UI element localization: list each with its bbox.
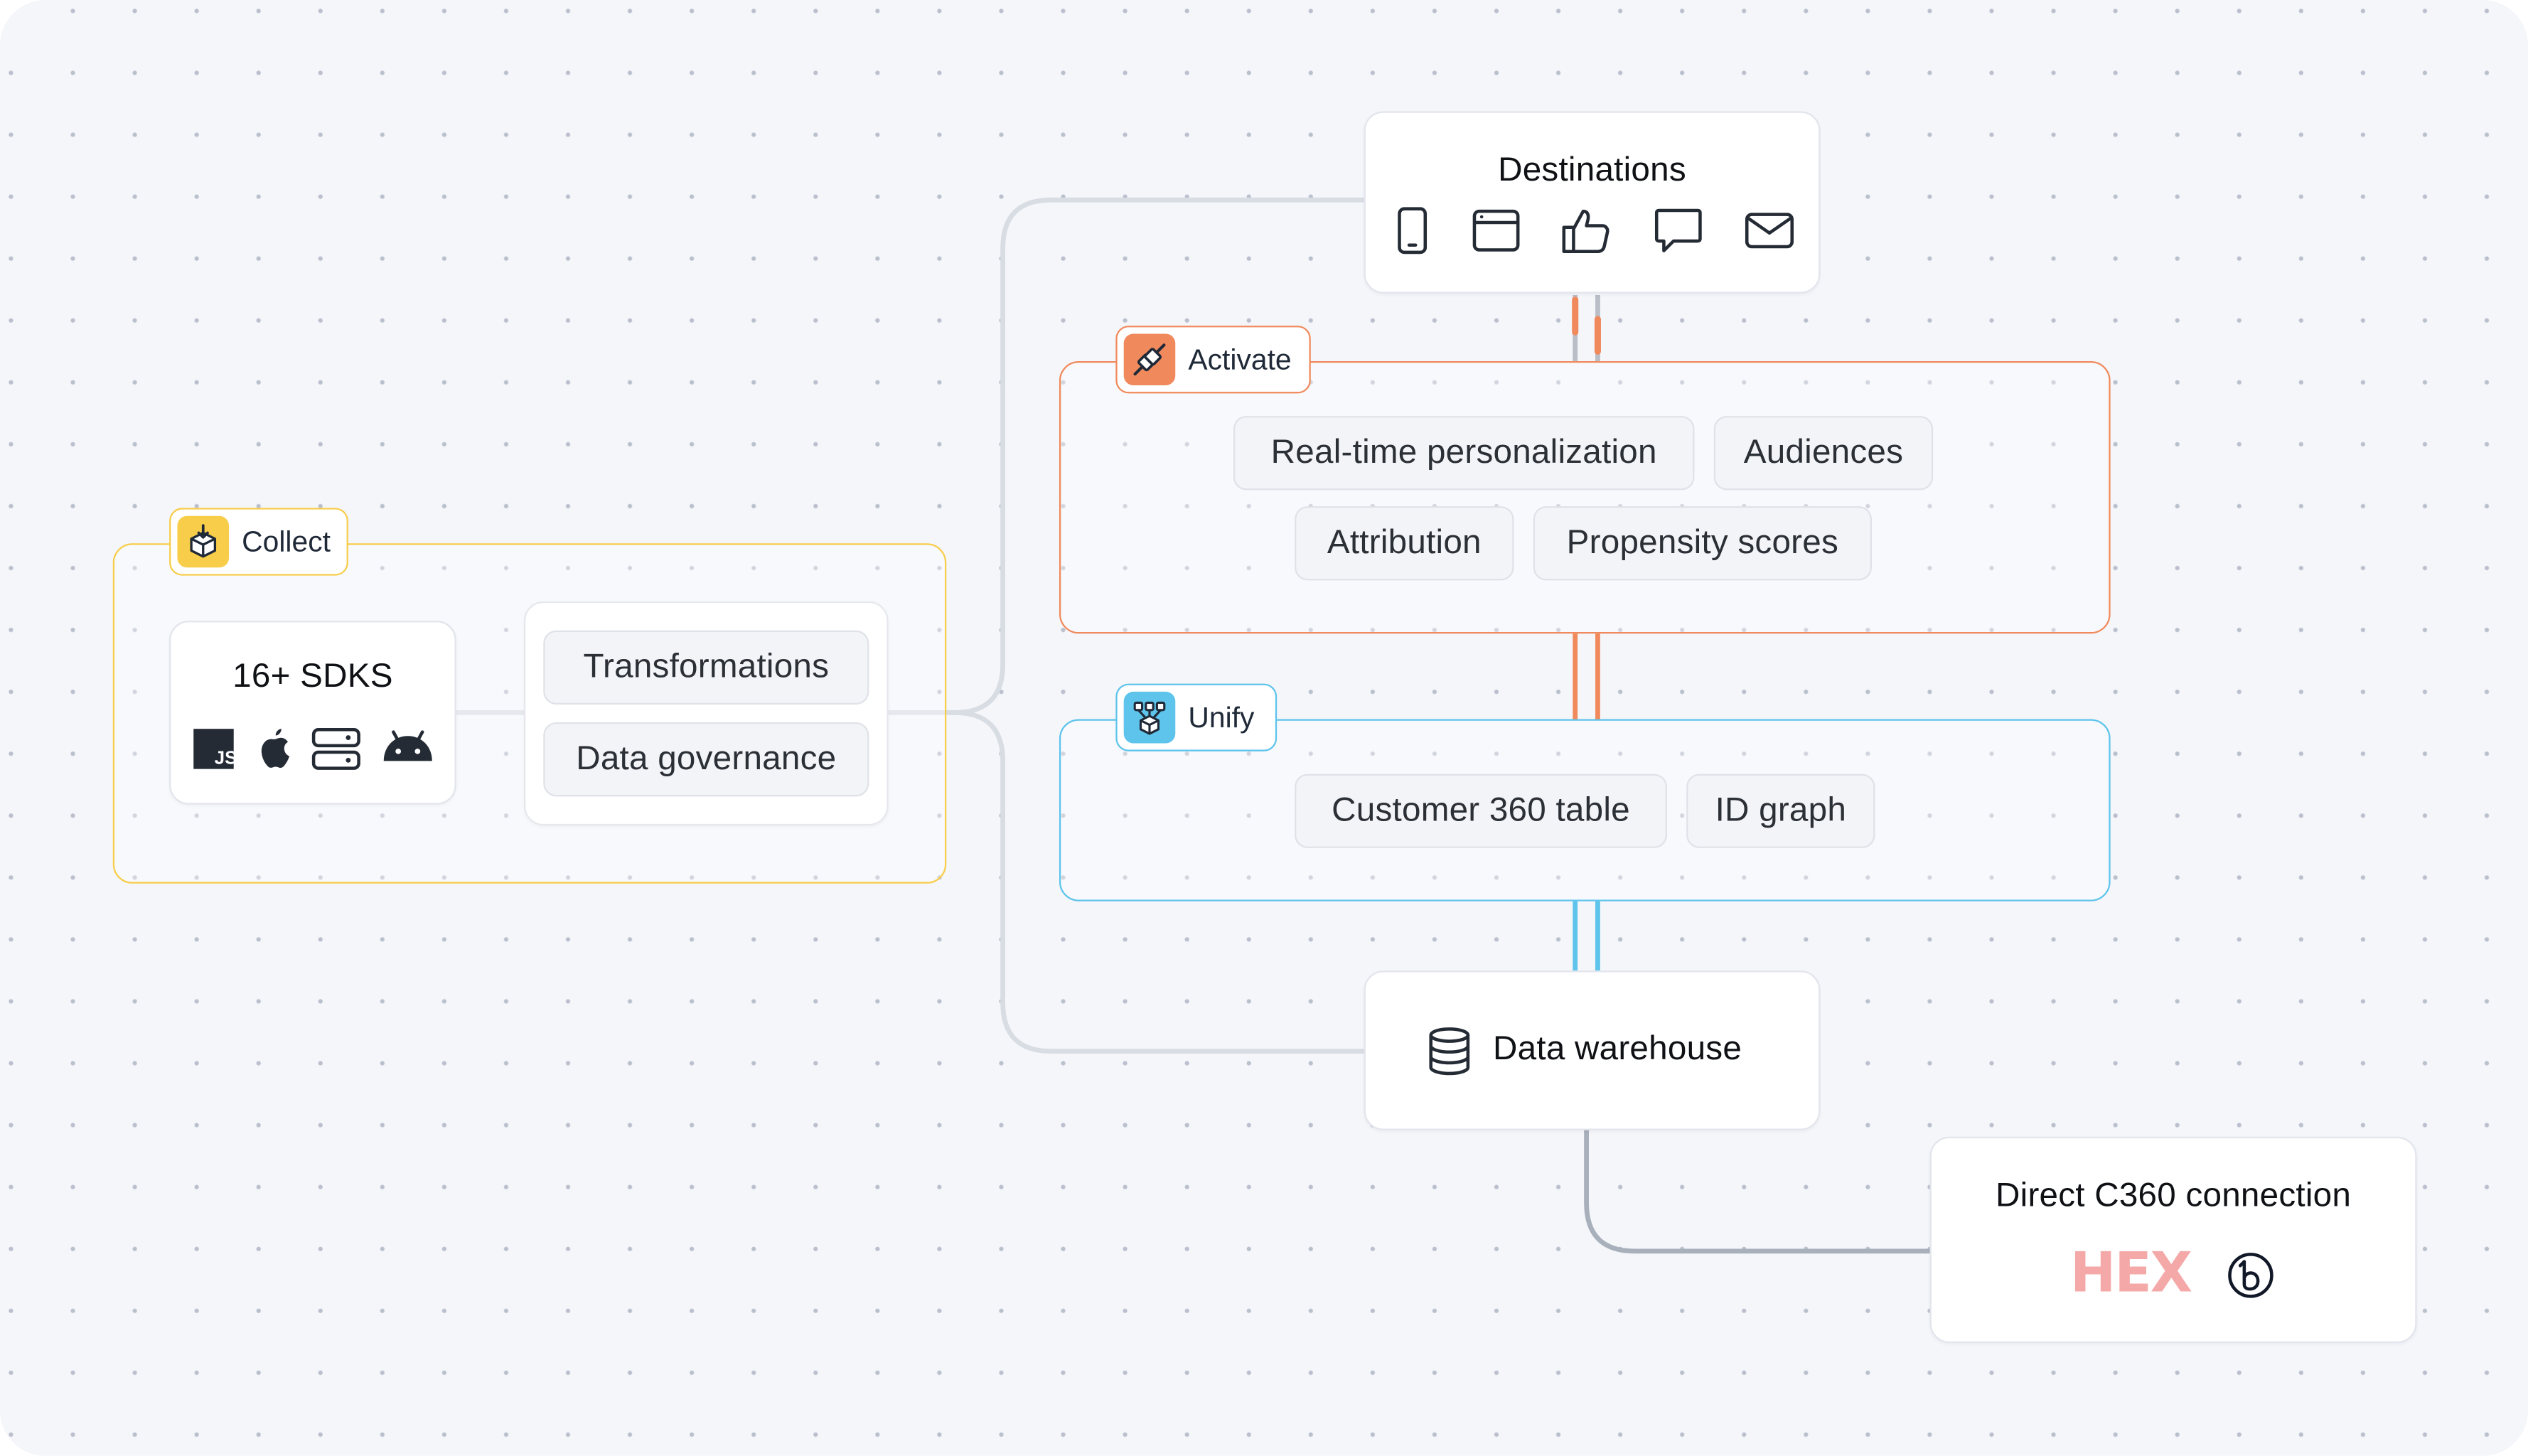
- b-logo: [2228, 1253, 2273, 1298]
- chat-bubble-icon: [1654, 208, 1702, 252]
- direct-c360-card[interactable]: Direct C360 connection HEX: [1929, 1136, 2417, 1344]
- wire-warehouse-to-direct: [1584, 1130, 1930, 1254]
- unify-graph-icon: [1123, 691, 1176, 744]
- svg-text:JS: JS: [215, 747, 234, 769]
- thumbs-up-icon: [1562, 209, 1610, 254]
- apple-icon: [261, 729, 290, 769]
- pill-audiences[interactable]: Audiences: [1713, 416, 1934, 491]
- email-icon: [1745, 213, 1794, 249]
- pill-id-graph[interactable]: ID graph: [1686, 774, 1875, 848]
- activate-group: [1059, 361, 2111, 634]
- android-icon: [383, 730, 432, 761]
- browser-window-icon: [1472, 209, 1520, 252]
- hex-logo: HEX: [2069, 1241, 2192, 1306]
- pill-realtime-personalization[interactable]: Real-time personalization: [1233, 416, 1695, 491]
- server-icon: [311, 727, 360, 770]
- wire-collect-to-branch: [888, 197, 1364, 715]
- mobile-icon: [1398, 207, 1428, 255]
- database-icon: [1429, 1027, 1470, 1076]
- plug-icon: [1123, 333, 1176, 386]
- unify-tag: Unify: [1115, 683, 1278, 751]
- collect-tag: Collect: [169, 508, 348, 576]
- pill-propensity-scores[interactable]: Propensity scores: [1533, 506, 1872, 581]
- unify-label: Unify: [1188, 700, 1255, 733]
- data-warehouse-card[interactable]: Data warehouse: [1364, 970, 1821, 1130]
- destinations-title: Destinations: [1498, 151, 1686, 189]
- collect-box-icon: [177, 515, 230, 568]
- pill-attribution[interactable]: Attribution: [1295, 506, 1514, 581]
- direct-c360-title: Direct C360 connection: [1996, 1177, 2352, 1214]
- pill-customer-360-table[interactable]: Customer 360 table: [1295, 774, 1667, 848]
- destinations-card[interactable]: Destinations: [1364, 111, 1821, 294]
- activate-tag: Activate: [1115, 326, 1311, 394]
- pill-transformations[interactable]: Transformations: [543, 630, 869, 705]
- sdk-card[interactable]: 16+ SDKS JS: [169, 621, 456, 805]
- data-warehouse-title: Data warehouse: [1493, 1030, 1742, 1068]
- pill-data-governance[interactable]: Data governance: [543, 722, 869, 797]
- sdk-card-title: 16+ SDKS: [232, 658, 393, 695]
- wire-branch-to-warehouse: [954, 710, 1364, 1054]
- collect-label: Collect: [242, 525, 331, 557]
- javascript-icon: JS: [193, 729, 234, 769]
- activate-label: Activate: [1188, 342, 1292, 375]
